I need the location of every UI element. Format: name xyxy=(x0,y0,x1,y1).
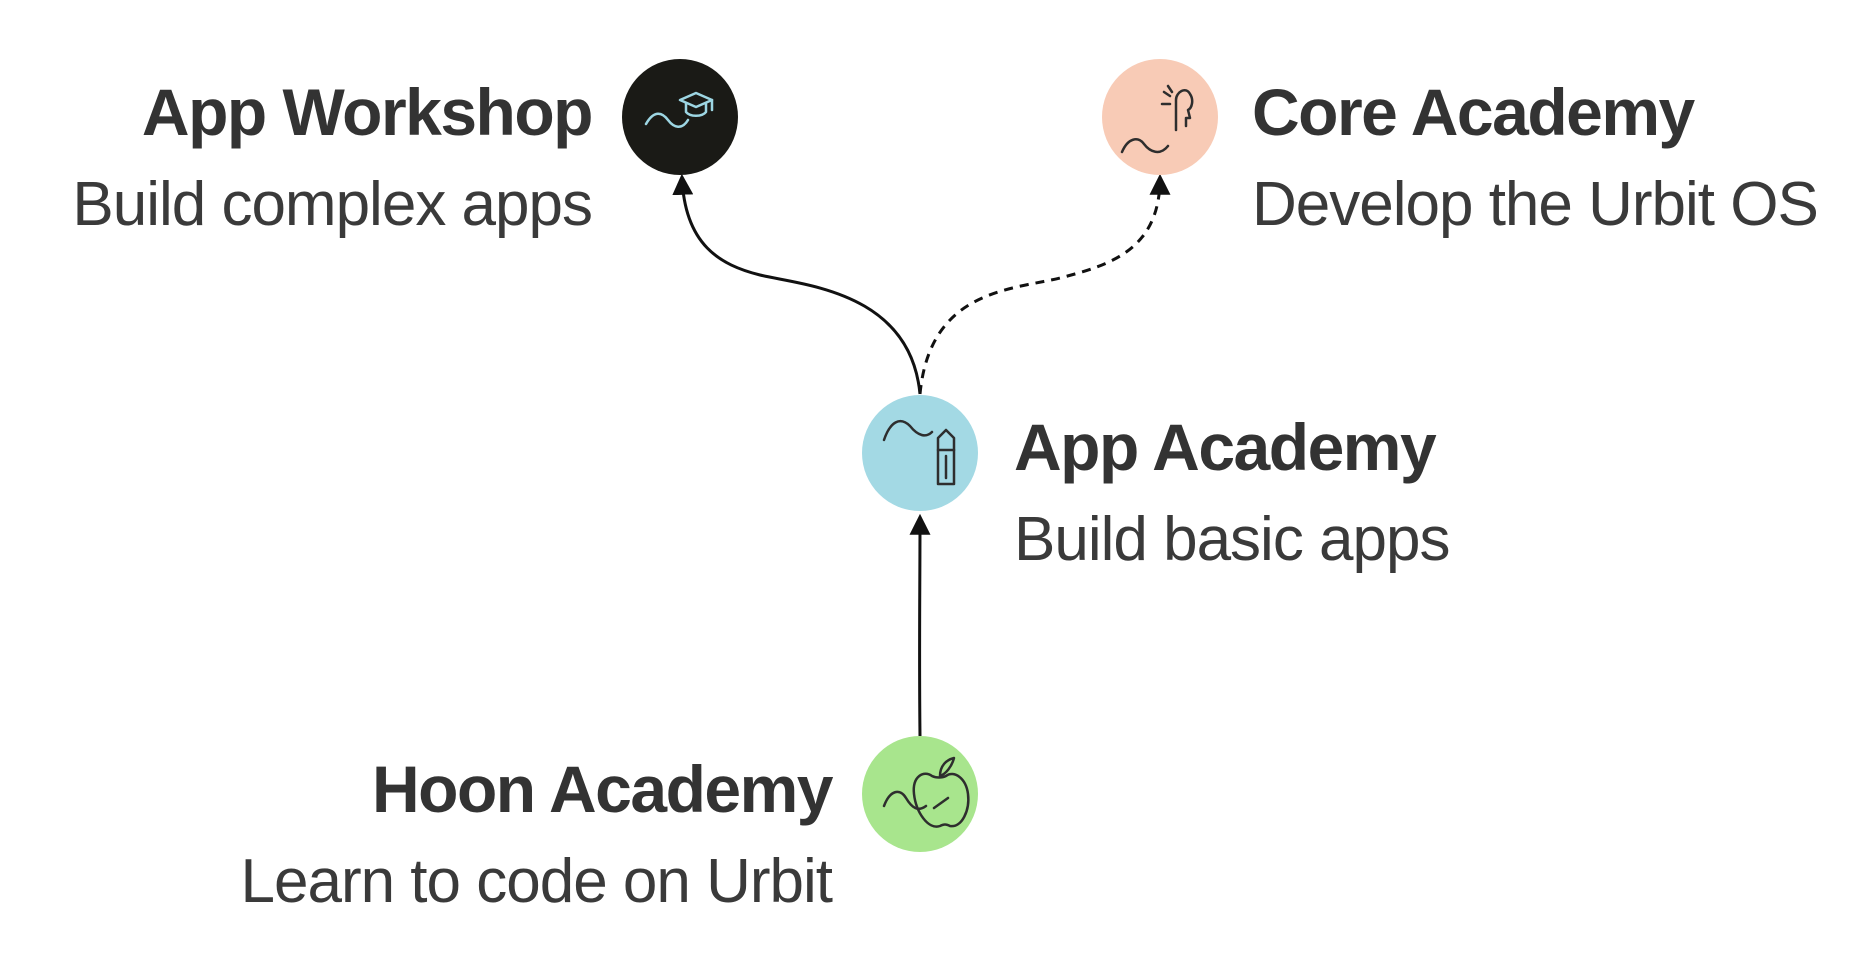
edge-app-academy-to-core-academy xyxy=(918,173,1171,395)
app-academy-circle xyxy=(862,395,978,511)
edge-app-academy-to-app-workshop xyxy=(672,173,922,395)
hoon-academy-subtitle: Learn to code on Urbit xyxy=(241,847,833,916)
core-academy-circle xyxy=(1102,59,1218,175)
app-workshop-title: App Workshop xyxy=(142,75,592,149)
app-academy-subtitle: Build basic apps xyxy=(1014,505,1450,574)
hoon-academy-circle xyxy=(862,736,978,852)
edges xyxy=(672,173,1171,737)
node-hoon-academy[interactable]: Hoon Academy Learn to code on Urbit xyxy=(241,736,979,916)
node-app-academy[interactable]: App Academy Build basic apps xyxy=(862,395,1451,574)
pencil-wave-icon xyxy=(882,420,956,486)
core-academy-subtitle: Develop the Urbit OS xyxy=(1252,170,1818,239)
thinking-head-wave-icon xyxy=(1120,84,1194,154)
hoon-academy-title: Hoon Academy xyxy=(372,752,834,826)
app-academy-title: App Academy xyxy=(1014,410,1437,484)
node-core-academy[interactable]: Core Academy Develop the Urbit OS xyxy=(1102,59,1819,239)
graduation-cap-wave-icon xyxy=(644,91,714,128)
apple-wave-icon xyxy=(882,756,970,828)
node-app-workshop[interactable]: App Workshop Build complex apps xyxy=(72,59,738,239)
core-academy-title: Core Academy xyxy=(1252,75,1696,149)
app-workshop-circle xyxy=(622,59,738,175)
app-workshop-subtitle: Build complex apps xyxy=(72,170,592,239)
